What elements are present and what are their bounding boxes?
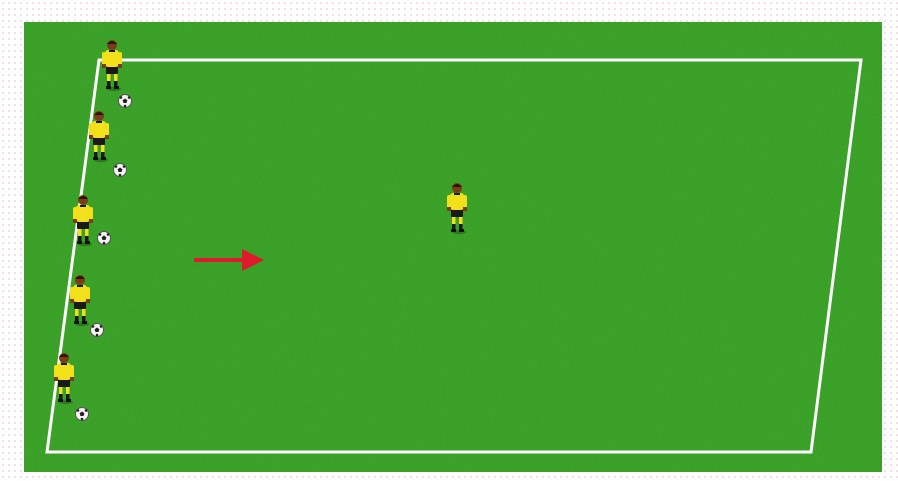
soccer-ball (91, 324, 104, 337)
soccer-field (24, 22, 882, 472)
soccer-ball (76, 408, 89, 421)
soccer-ball (98, 232, 111, 245)
soccer-ball (114, 164, 127, 177)
soccer-ball (119, 95, 132, 108)
